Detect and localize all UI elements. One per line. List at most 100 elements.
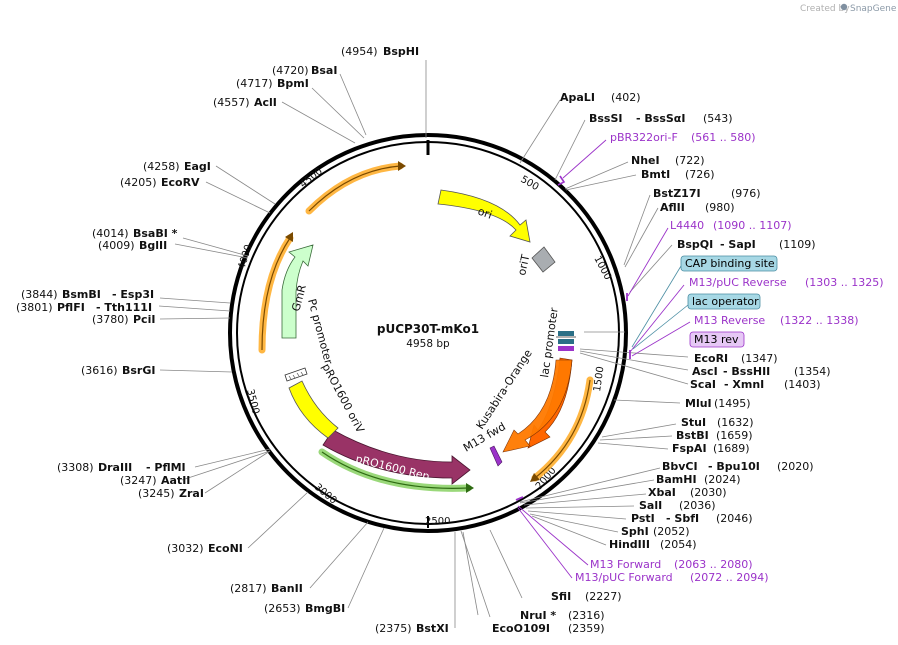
lac-operator-mark xyxy=(558,339,574,344)
site-name: BamHI xyxy=(656,473,697,486)
m13rev-box: M13 rev xyxy=(689,331,745,348)
site-name: ApaLI xyxy=(560,91,595,104)
tick-2500: 2500 xyxy=(425,516,450,527)
site-name2: - Esp3I xyxy=(112,288,154,301)
orf-arrow-left-core xyxy=(261,237,291,351)
site-name: ZraI xyxy=(179,487,204,500)
site-name: PflFI xyxy=(57,301,85,314)
site-name: SalI xyxy=(639,499,662,512)
site-name: XbaI xyxy=(648,486,676,499)
primer-leader-lines xyxy=(517,139,691,579)
primer-range: (2072 .. 2094) xyxy=(690,571,769,584)
pc-promoter-label: Pc promoter xyxy=(305,297,335,366)
oriT-label: oriT xyxy=(515,253,532,277)
site-name: BanII xyxy=(271,582,303,595)
site-pos: (4014) xyxy=(92,227,129,240)
site-name: BsaBI * xyxy=(133,227,178,240)
site-pos: (3780) xyxy=(92,313,129,326)
site-name: FspAI xyxy=(672,442,707,455)
orf-arrow-top-core xyxy=(308,165,401,212)
site-name2: - SbfI xyxy=(666,512,699,525)
leader-lines-right xyxy=(519,99,689,546)
site-name: SphI xyxy=(621,525,649,538)
site-pos: (726) xyxy=(685,168,715,181)
brand-created-by: Created by xyxy=(800,4,850,14)
site-name: DraIII xyxy=(98,461,132,474)
site-name2: - BssHII xyxy=(723,365,770,378)
site-pos: (976) xyxy=(731,187,761,200)
primer-range: (2063 .. 2080) xyxy=(674,558,753,571)
site-name: AflII xyxy=(660,201,685,214)
site-name: EcoRV xyxy=(161,176,200,189)
primer-name: M13 Reverse xyxy=(694,314,765,327)
site-name: BsmBI xyxy=(62,288,101,301)
site-name2: - SapI xyxy=(720,238,756,251)
site-name2: - Bpu10I xyxy=(708,460,760,473)
site-pos: (4557) xyxy=(213,96,250,109)
site-name: MluI xyxy=(685,397,712,410)
site-labels-right: NruI * (2316) EcoO109I (2359) SfiI (2227… xyxy=(492,91,831,635)
pro1600-oriv-feature xyxy=(288,380,339,439)
site-pos: (3247) xyxy=(120,474,157,487)
oriT-feature xyxy=(531,246,556,273)
site-name: AclI xyxy=(254,96,277,109)
primer-range: (1303 .. 1325) xyxy=(805,276,884,289)
site-pos: (543) xyxy=(703,112,733,125)
site-pos: (2227) xyxy=(585,590,622,603)
site-name2: - XmnI xyxy=(724,378,764,391)
site-pos: (2036) xyxy=(679,499,716,512)
orf-arrow-right-core xyxy=(534,379,591,479)
cap-binding-box: CAP binding site xyxy=(680,255,778,272)
site-name: BmtI xyxy=(641,168,670,181)
site-pos: (4717) xyxy=(236,77,273,90)
brand-snapgene: SnapGene xyxy=(850,4,897,14)
site-name: BmgBI xyxy=(305,602,345,615)
primer-name: L4440 xyxy=(670,219,704,232)
site-pos: (3032) xyxy=(167,542,204,555)
cap-binding-label: CAP binding site xyxy=(685,257,775,270)
site-name: HindIII xyxy=(609,538,650,551)
site-name: BspQI xyxy=(677,238,713,251)
site-name: EcoNI xyxy=(208,542,243,555)
site-name2: - BssSαI xyxy=(636,112,685,125)
plasmid-name: pUCP30T-mKo1 xyxy=(377,322,479,336)
site-name: PstI xyxy=(631,512,655,525)
site-name: BbvCI xyxy=(662,460,698,473)
site-pos: (1632) xyxy=(717,416,754,429)
site-pos: (722) xyxy=(675,154,705,167)
site-name2: - Tth111I xyxy=(96,301,152,314)
ori-feature xyxy=(437,189,531,243)
pc-promoter-feature xyxy=(284,367,308,382)
orf-arrow-green-head xyxy=(466,483,474,493)
site-name2: - PflMI xyxy=(146,461,186,474)
site-pos: (2046) xyxy=(716,512,753,525)
site-pos: (4954) xyxy=(341,45,378,58)
site-pos: (4205) xyxy=(120,176,157,189)
site-pos: (4009) xyxy=(98,239,135,252)
site-name: BstZ17I xyxy=(653,187,701,200)
primer-mark-pbr322 xyxy=(557,175,566,186)
kusabira-orange-label: Kusabira-Orange xyxy=(474,347,535,432)
primer-name: M13/pUC Reverse xyxy=(689,276,787,289)
site-pos: (2817) xyxy=(230,582,267,595)
site-labels-left: (4954) BspHI (4720) BsaI (4717) BpmI (45… xyxy=(16,45,449,635)
primer-range: (1090 .. 1107) xyxy=(713,219,792,232)
m13rev-mark xyxy=(558,346,574,351)
kusabira-orange-feature xyxy=(502,359,573,453)
site-pos: (2030) xyxy=(690,486,727,499)
orf-arrow-top-head xyxy=(398,161,406,171)
cap-site-mark xyxy=(558,331,574,336)
site-name: BstBI xyxy=(676,429,709,442)
backbone-outer-ring xyxy=(228,133,628,533)
site-name: NruI * xyxy=(520,609,556,622)
site-name: StuI xyxy=(681,416,706,429)
site-pos: (3616) xyxy=(81,364,118,377)
lac-operator-label: lac operator xyxy=(692,295,759,308)
site-pos: (2052) xyxy=(653,525,690,538)
site-name: EagI xyxy=(184,160,211,173)
site-name: BsrGI xyxy=(122,364,155,377)
site-pos: (1403) xyxy=(784,378,821,391)
primer-range: (1322 .. 1338) xyxy=(780,314,859,327)
site-pos: (402) xyxy=(611,91,641,104)
